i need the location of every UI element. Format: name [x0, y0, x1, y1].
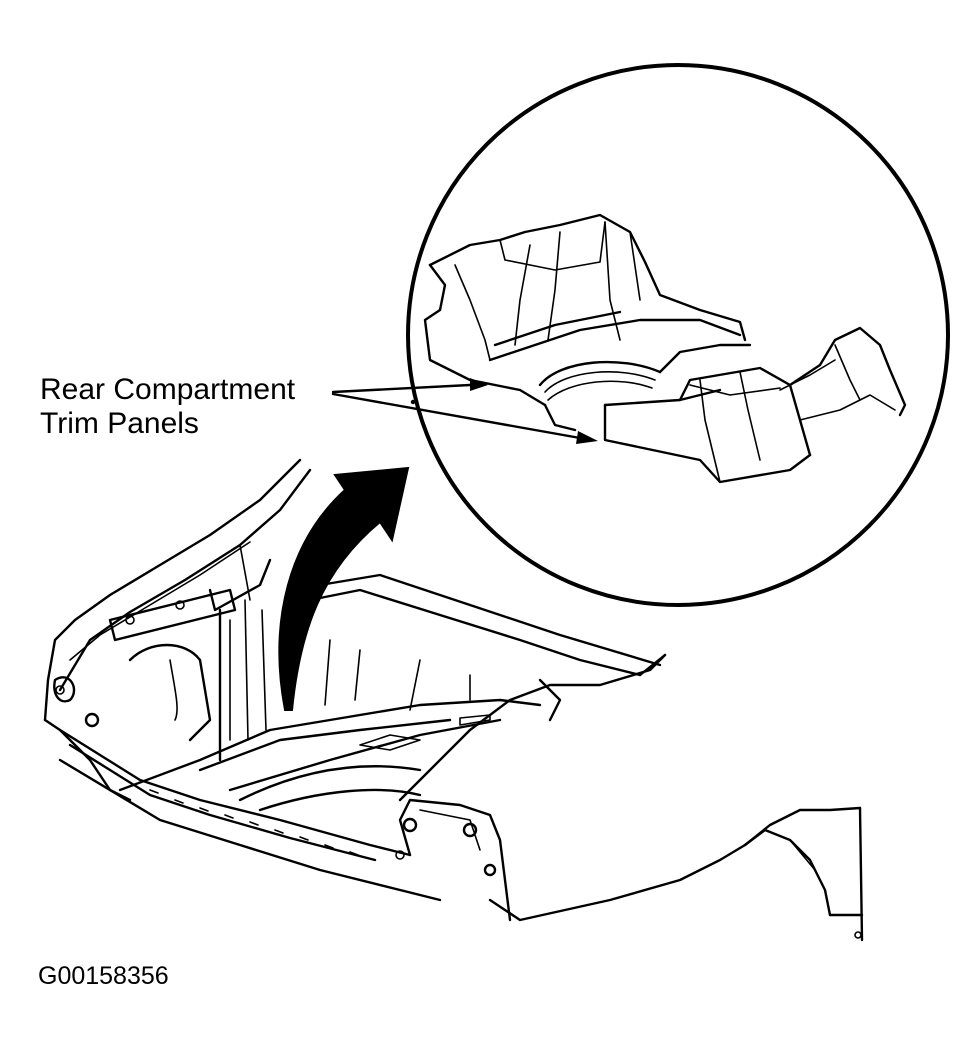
vehicle-body — [43, 458, 864, 942]
callout-leaders — [331, 378, 598, 444]
figure-id: G00158356 — [38, 962, 169, 990]
magnify-arrow — [278, 466, 410, 711]
callout-label-line2: Trim Panels — [40, 407, 199, 440]
rail-slots — [149, 789, 359, 856]
detail-circle — [406, 63, 950, 607]
trim-panel-assembly — [423, 213, 907, 484]
callout-label-line1: Rear Compartment — [40, 373, 296, 406]
detail-inset — [406, 63, 950, 607]
